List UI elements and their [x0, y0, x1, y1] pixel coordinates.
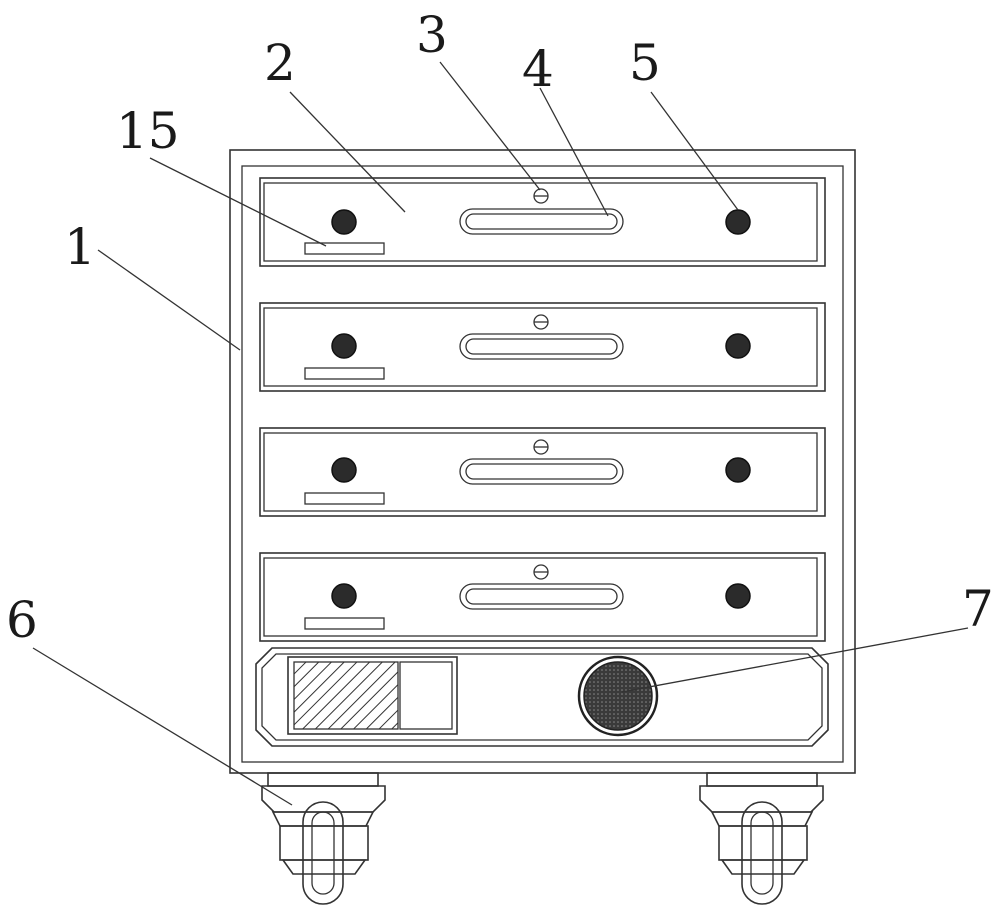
label-slot	[304, 242, 385, 255]
drawer-handle	[459, 458, 624, 485]
lock-knob	[331, 583, 357, 609]
lock-knob	[331, 457, 357, 483]
label-slot	[304, 367, 385, 380]
drawer-handle	[459, 208, 624, 235]
lock-knob	[725, 209, 751, 235]
lock-knob	[725, 583, 751, 609]
label-15: 15	[116, 102, 180, 160]
cabinet-body	[229, 149, 856, 774]
label-5: 5	[629, 34, 661, 92]
drawer-2	[259, 302, 826, 392]
caster-left	[261, 772, 386, 905]
drawer-1	[259, 177, 826, 267]
label-1: 1	[64, 218, 96, 276]
label-4: 4	[522, 40, 554, 98]
leader-lines	[32, 61, 969, 806]
wheel	[302, 801, 344, 905]
drawer-handle	[459, 583, 624, 610]
label-slot	[304, 492, 385, 505]
wheel	[741, 801, 783, 905]
label-2: 2	[264, 34, 296, 92]
speaker-grille	[583, 661, 653, 731]
lock-knob	[331, 333, 357, 359]
lock-knob	[725, 333, 751, 359]
drawer-4	[259, 552, 826, 642]
drawer-3	[259, 427, 826, 517]
lock-knob	[725, 457, 751, 483]
display-unit	[287, 656, 458, 735]
screen-panel	[399, 661, 453, 730]
drawer-handle	[459, 333, 624, 360]
hatched-panel	[293, 661, 399, 730]
label-6: 6	[6, 591, 38, 649]
label-7: 7	[962, 580, 994, 638]
label-3: 3	[416, 6, 448, 64]
lock-knob	[331, 209, 357, 235]
label-slot	[304, 617, 385, 630]
caster-right	[699, 772, 824, 905]
control-panel	[255, 647, 829, 747]
